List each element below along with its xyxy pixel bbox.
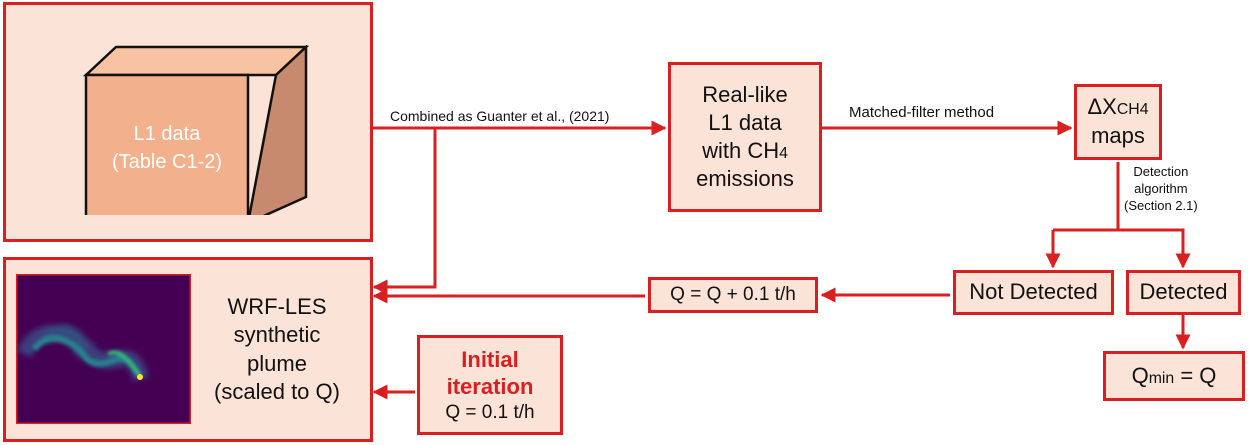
l1-data-label: L1 data xyxy=(133,123,201,145)
delta-xch4-maps-label: maps xyxy=(1091,123,1145,148)
matched-filter-label: Matched-filter method xyxy=(849,104,995,121)
qmin-suffix: = Q xyxy=(1174,362,1217,388)
qmin-subscript: min xyxy=(1148,369,1175,387)
qmin-text: Qmin = Q xyxy=(1132,362,1217,390)
real-like-line2: L1 data xyxy=(708,109,782,135)
arrow-to-detected xyxy=(1118,228,1191,269)
cube-icon xyxy=(82,45,310,215)
plume-text: WRF-LES synthetic plume (scaled to Q) xyxy=(202,293,352,406)
detection-line3: (Section 2.1) xyxy=(1124,197,1198,213)
l1-data-box: L1 data (Table C1-2) xyxy=(3,2,373,242)
detection-line1: Detection xyxy=(1133,164,1189,179)
not-detected-text: Not Detected xyxy=(969,279,1098,305)
real-like-line4: emissions xyxy=(696,166,794,192)
detection-line2: algorithm xyxy=(1134,180,1188,196)
initial-title-line1: Initial xyxy=(461,346,519,372)
wrf-les-plume-box: WRF-LES synthetic plume (scaled to Q) xyxy=(3,257,373,442)
connector-detection-split xyxy=(1053,162,1120,232)
initial-q-value: Q = 0.1 t/h xyxy=(445,401,535,423)
detected-text: Detected xyxy=(1139,279,1228,305)
plume-line4: (scaled to Q) xyxy=(214,378,340,404)
real-like-ch-prefix: with CH xyxy=(702,138,780,163)
q-update-box: Q = Q + 0.1 t/h xyxy=(648,277,818,313)
delta-xch4-maps-box: ΔXCH4 maps xyxy=(1074,84,1162,160)
real-like-line1: Real-like xyxy=(702,81,788,107)
qmin-box: Qmin = Q xyxy=(1103,351,1245,401)
plume-map-image xyxy=(16,274,191,424)
real-like-line3: with CH4 xyxy=(696,137,794,165)
q-update-text: Q = Q + 0.1 t/h xyxy=(670,283,796,305)
l1-data-table-ref: (Table C1-2) xyxy=(111,151,223,173)
delta-xch4-subscript: CH4 xyxy=(1116,101,1149,119)
not-detected-box: Not Detected xyxy=(953,270,1114,315)
l1-data-text: L1 data (Table C1-2) xyxy=(86,120,248,176)
arrow-combined-branch-to-plume xyxy=(372,128,437,295)
delta-xch4-prefix: ΔX xyxy=(1087,94,1117,120)
combined-label: Combined as Guanter et al., (2021) xyxy=(390,108,610,124)
real-like-ch-subscript: 4 xyxy=(779,145,788,162)
plume-line3: plume xyxy=(247,350,307,376)
plume-line2: synthetic xyxy=(233,322,321,348)
initial-iteration-box: Initial iteration Q = 0.1 t/h xyxy=(417,335,563,435)
detected-box: Detected xyxy=(1126,270,1241,315)
delta-xch4-title: ΔXCH4 xyxy=(1087,93,1148,122)
qmin-prefix: Q xyxy=(1131,362,1149,388)
initial-title-line2: iteration xyxy=(446,374,534,400)
plume-line1: WRF-LES xyxy=(227,294,327,320)
detection-algorithm-label: Detection algorithm (Section 2.1) xyxy=(1124,164,1198,215)
real-like-l1-box: Real-like L1 data with CH4 emissions xyxy=(668,62,822,212)
